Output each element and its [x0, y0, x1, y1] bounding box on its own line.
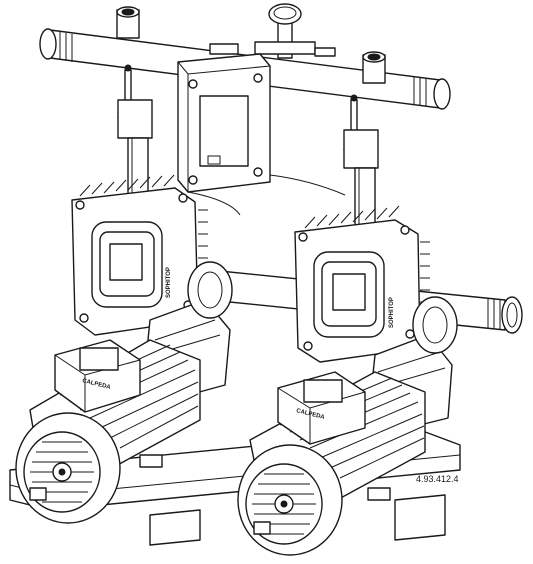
drawing-reference-number: 4.93.412.4: [416, 474, 459, 484]
pump-unit-1: SOPHITOP CALPEDA: [15, 64, 233, 524]
controller-brand-label-1: SOPHITOP: [166, 267, 172, 298]
controller-brand-label-2: SOPHITOP: [389, 297, 395, 328]
control-box: [177, 53, 346, 216]
pressure-gauge: [209, 3, 336, 59]
pump-unit-2: SOPHITOP CALPEDA: [237, 94, 458, 556]
